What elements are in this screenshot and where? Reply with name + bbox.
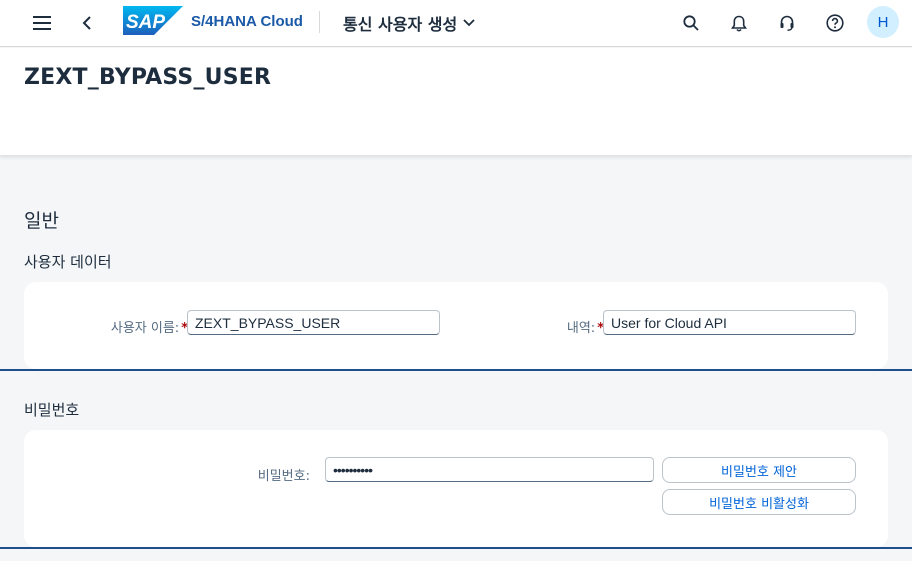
object-title: ZEXT_BYPASS_USER — [24, 65, 272, 90]
password-card: 비밀번호: 비밀번호 제안 비밀번호 비활성화 — [24, 430, 888, 547]
description-label: 내역:* — [524, 317, 604, 336]
sap-logo-text: SAP — [126, 12, 165, 33]
password-label: 비밀번호: — [257, 469, 310, 484]
password-input[interactable] — [325, 457, 654, 482]
shell-bar: SAP S/4HANA Cloud 통신 사용자 생성 H — [0, 0, 912, 47]
user-data-card: 사용자 이름:* 내역:* — [24, 282, 888, 369]
section-divider — [0, 547, 912, 549]
description-label-text: 내역: — [566, 321, 596, 336]
user-avatar[interactable]: H — [867, 6, 899, 38]
product-name: S/4HANA Cloud — [191, 13, 303, 30]
username-label: 사용자 이름:* — [84, 317, 188, 336]
app-title-menu[interactable]: 통신 사용자 생성 — [343, 12, 475, 34]
notification-bell-icon[interactable] — [722, 6, 756, 40]
deactivate-password-button[interactable]: 비밀번호 비활성화 — [662, 489, 856, 515]
username-label-text: 사용자 이름: — [110, 321, 180, 336]
object-header: ZEXT_BYPASS_USER — [0, 48, 912, 156]
username-input[interactable] — [187, 310, 440, 335]
shell-separator — [319, 11, 320, 33]
description-input[interactable] — [603, 310, 856, 335]
support-headset-icon[interactable] — [770, 6, 804, 40]
subsection-title-user-data: 사용자 데이터 — [24, 253, 112, 271]
app-title: 통신 사용자 생성 — [343, 15, 458, 34]
propose-password-button[interactable]: 비밀번호 제안 — [662, 457, 856, 483]
required-marker: * — [181, 321, 188, 336]
section-title-general: 일반 — [24, 210, 59, 232]
sap-logo[interactable]: SAP — [123, 6, 183, 35]
menu-icon[interactable] — [25, 6, 59, 40]
help-icon[interactable] — [818, 6, 852, 40]
search-icon[interactable] — [674, 6, 708, 40]
back-icon[interactable] — [70, 6, 104, 40]
section-divider — [0, 369, 912, 371]
chevron-down-icon — [463, 19, 475, 27]
subsection-title-password: 비밀번호 — [24, 401, 80, 419]
required-marker: * — [597, 321, 604, 336]
